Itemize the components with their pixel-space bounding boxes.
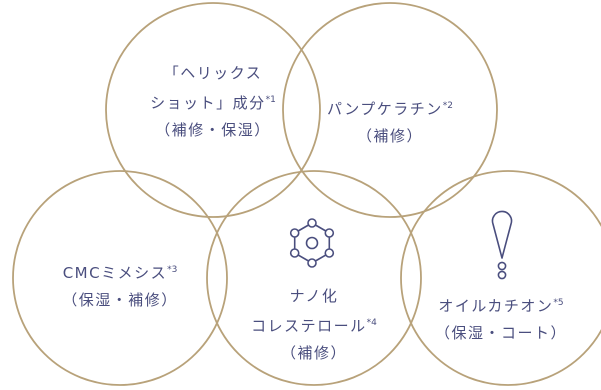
- helix-shot-line-2-wrap: ショット」成分*1: [113, 87, 313, 117]
- helix-shot-line-1: 「ヘリックス: [163, 64, 263, 82]
- cmc-mimesis-line-2: （保湿・補修）: [62, 291, 178, 309]
- ingredient-oil-cation: オイルカチオン*5 （保湿・コート）: [401, 290, 601, 347]
- oil-cation-note: *5: [553, 298, 564, 308]
- ring-cmc-mimesis: [12, 170, 228, 386]
- ring-pump-keratin: [282, 2, 498, 218]
- cmc-mimesis-line-1: CMCミメシス: [62, 264, 168, 282]
- ingredient-pump-keratin: パンプケラチン*2 （補修）: [290, 93, 490, 150]
- ring-nano-cholesterol: [206, 170, 422, 386]
- pump-keratin-line-1-wrap: パンプケラチン*2: [290, 93, 490, 123]
- pump-keratin-line-2: （補修）: [356, 127, 423, 145]
- pump-keratin-line-1: パンプケラチン: [326, 100, 443, 118]
- nano-cholesterol-note: *4: [366, 318, 377, 328]
- oil-cation-line-1: オイルカチオン: [438, 297, 554, 315]
- hexagon-molecule-icon: [289, 218, 335, 268]
- helix-shot-line-2: ショット」成分: [150, 94, 266, 112]
- nano-cholesterol-line-1: ナノ化: [289, 287, 339, 305]
- pump-keratin-note: *2: [442, 101, 454, 111]
- ingredient-cmc-mimesis: CMCミメシス*3 （保湿・補修）: [20, 257, 220, 314]
- oil-cation-line-1-wrap: オイルカチオン*5: [401, 290, 601, 320]
- cmc-mimesis-note: *3: [167, 265, 178, 275]
- nano-cholesterol-line-3: （補修）: [280, 344, 347, 362]
- helix-shot-note: *1: [265, 95, 276, 105]
- helix-shot-line-3: （補修・保湿）: [155, 121, 271, 139]
- cmc-mimesis-line-1-wrap: CMCミメシス*3: [20, 257, 220, 287]
- nano-cholesterol-line-2-wrap: コレステロール*4: [214, 310, 414, 340]
- droplet-pin-icon: [491, 210, 513, 280]
- ring-helix-shot: [105, 2, 321, 218]
- nano-cholesterol-line-2: コレステロール: [251, 317, 367, 335]
- oil-cation-line-2: （保湿・コート）: [434, 324, 567, 342]
- ring-oil-cation: [400, 170, 601, 386]
- ingredient-helix-shot: 「ヘリックス ショット」成分*1 （補修・保湿）: [113, 60, 313, 144]
- ingredient-nano-cholesterol: ナノ化 コレステロール*4 （補修）: [214, 283, 414, 367]
